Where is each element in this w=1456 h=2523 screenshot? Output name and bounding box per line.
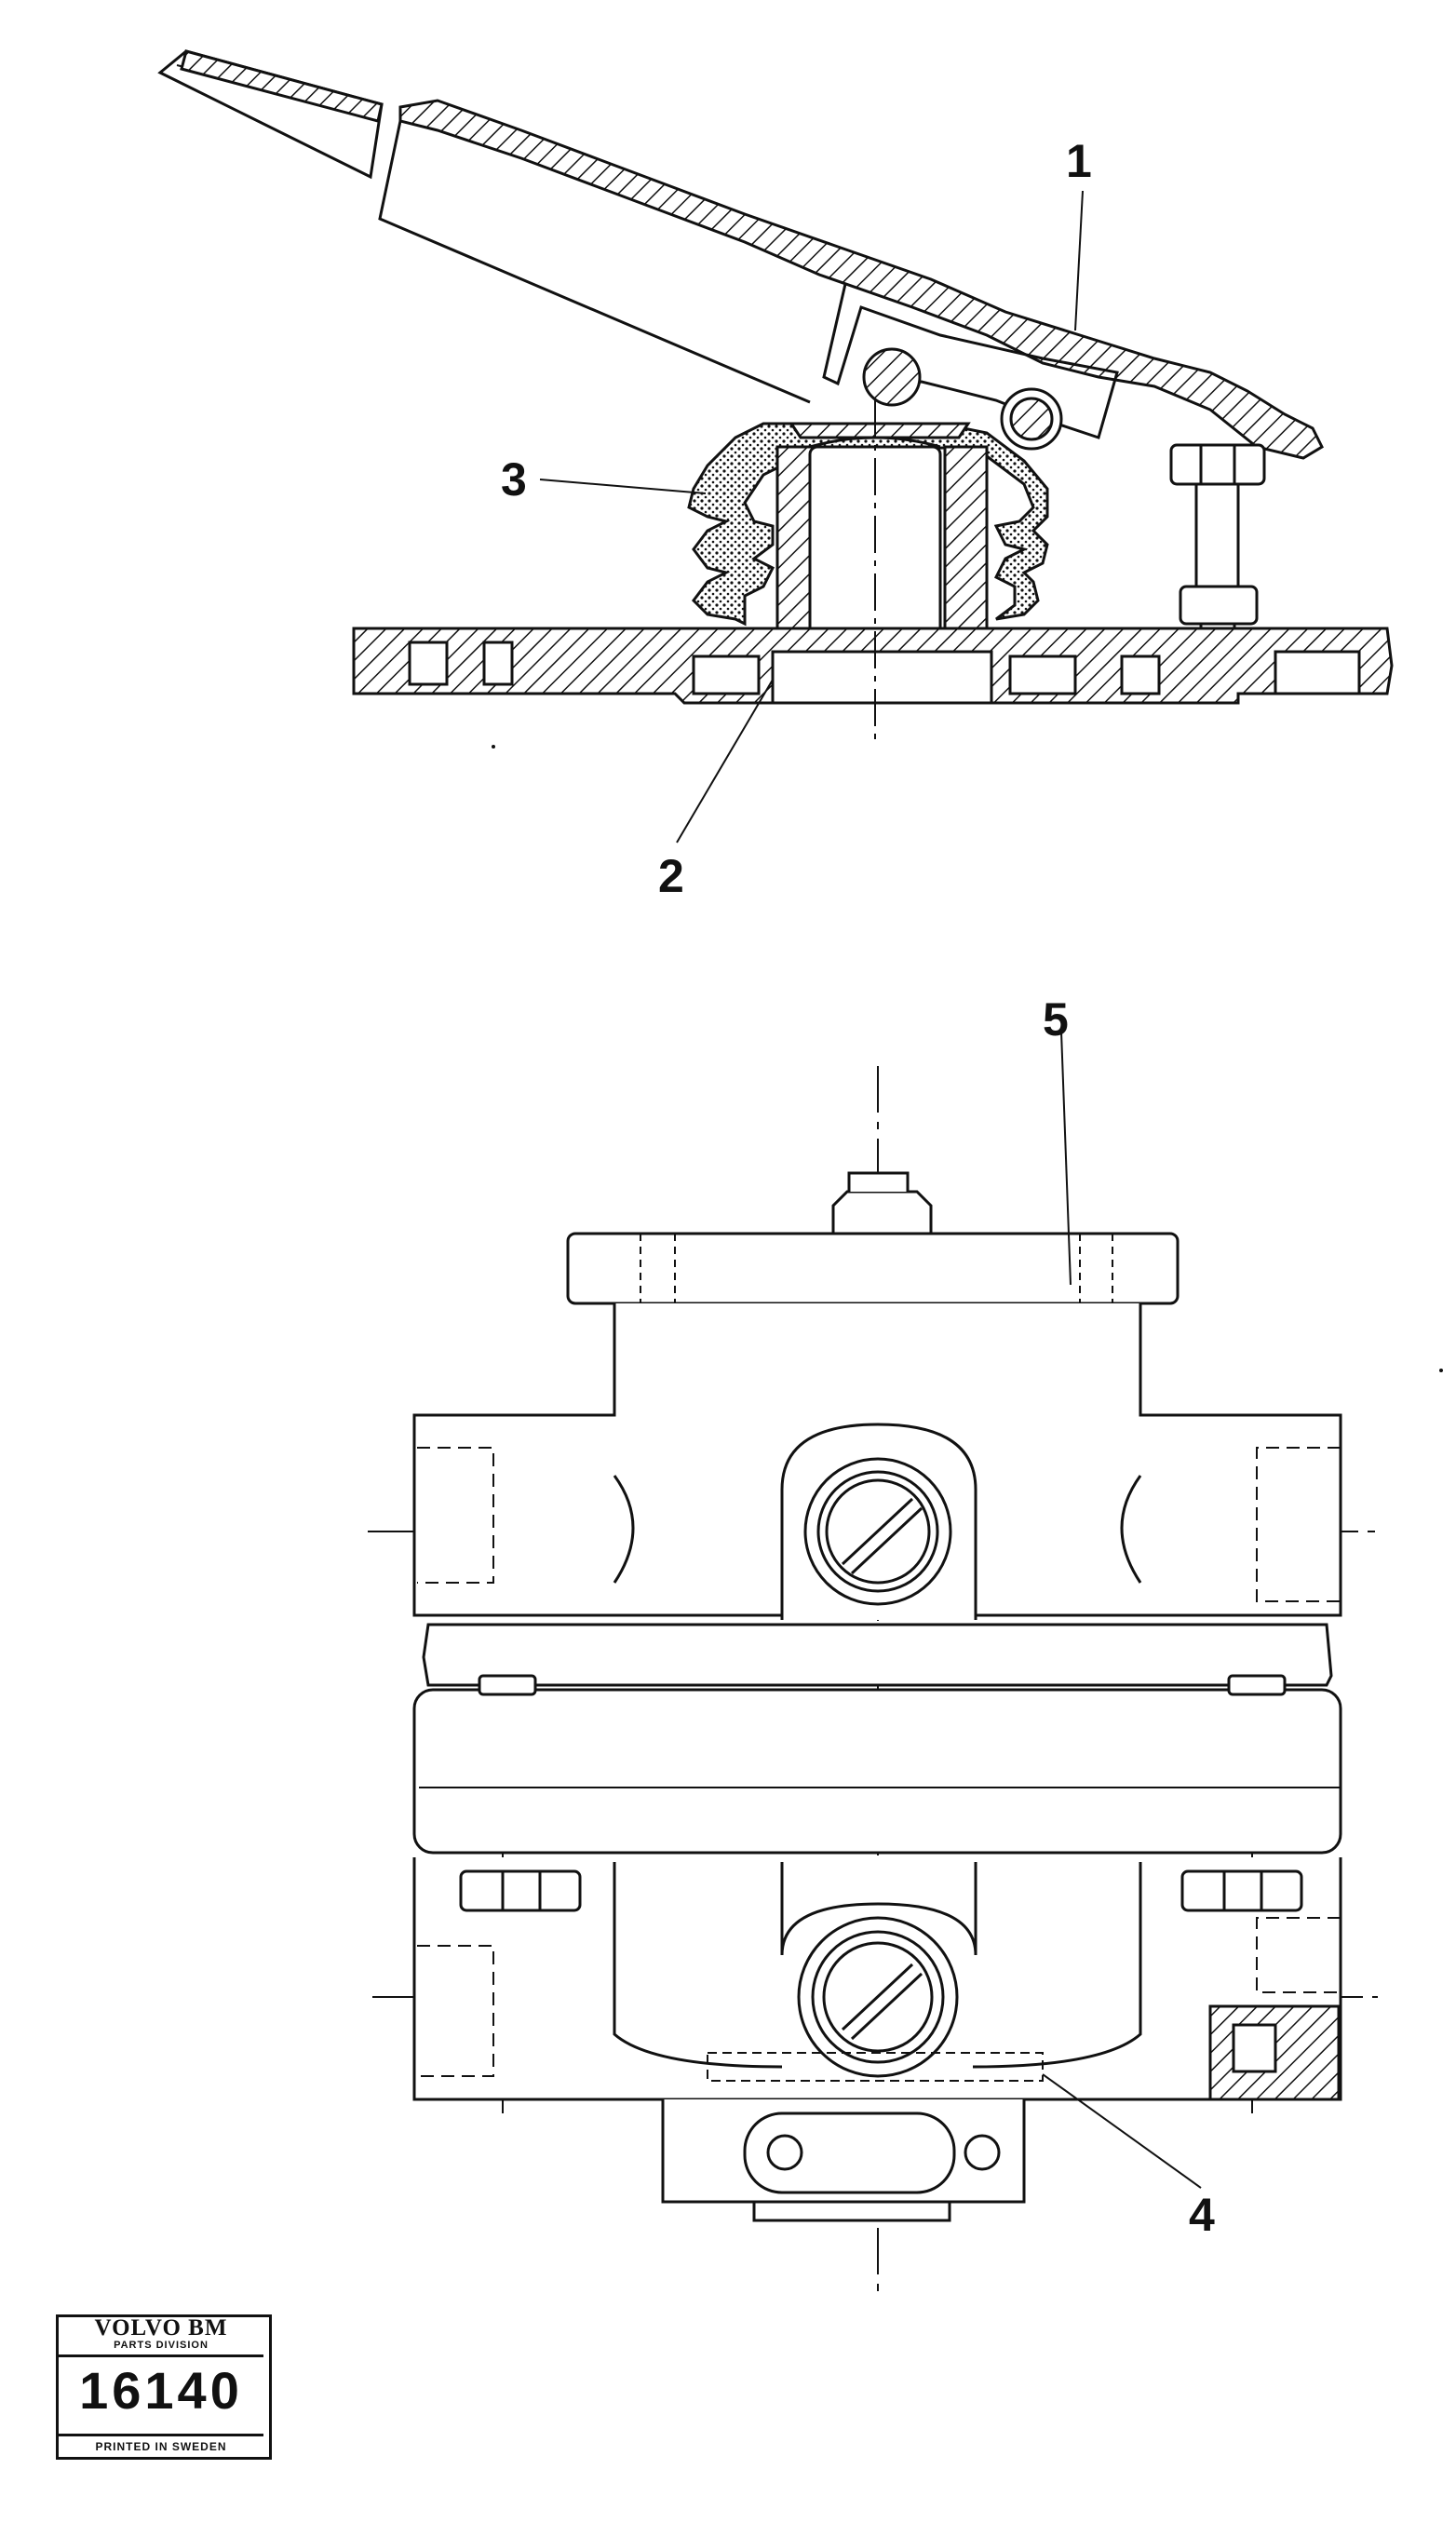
callout-2: 2	[658, 850, 684, 902]
speck	[1439, 1369, 1443, 1372]
stamp-printed: PRINTED IN SWEDEN	[59, 2434, 263, 2457]
spring-hidden	[707, 2052, 1044, 2082]
stamp-number: 16140	[79, 2361, 243, 2420]
callout-5: 5	[1043, 993, 1069, 1046]
parts-stamp: VOLVO BM PARTS DIVISION 16140 PRINTED IN…	[56, 2314, 272, 2460]
speck	[492, 745, 495, 749]
pedal-bracket	[822, 283, 1119, 439]
stamp-brand: VOLVO BM	[94, 2315, 228, 2341]
hex-nut-left	[459, 1869, 582, 1912]
diaphragm-housing	[412, 1688, 1342, 1855]
pedal-section-view	[157, 49, 1394, 843]
top-cover	[566, 1232, 1180, 1305]
valve-body-view	[368, 1031, 1378, 2295]
callout-3: 3	[501, 453, 527, 506]
pivot-pin-front	[862, 347, 922, 407]
stamp-division: PARTS DIVISION	[114, 2340, 209, 2351]
lower-port-boss	[780, 1862, 977, 1956]
callout-4: 4	[1189, 2189, 1215, 2241]
pedal-plate	[398, 99, 1324, 460]
top-cover-stud	[831, 1190, 933, 1234]
stamp-brand-box: VOLVO BM PARTS DIVISION	[59, 2315, 263, 2357]
hex-nut-right	[1180, 1869, 1303, 1912]
middle-band	[422, 1623, 1333, 1687]
callout-1: 1	[1066, 135, 1092, 187]
